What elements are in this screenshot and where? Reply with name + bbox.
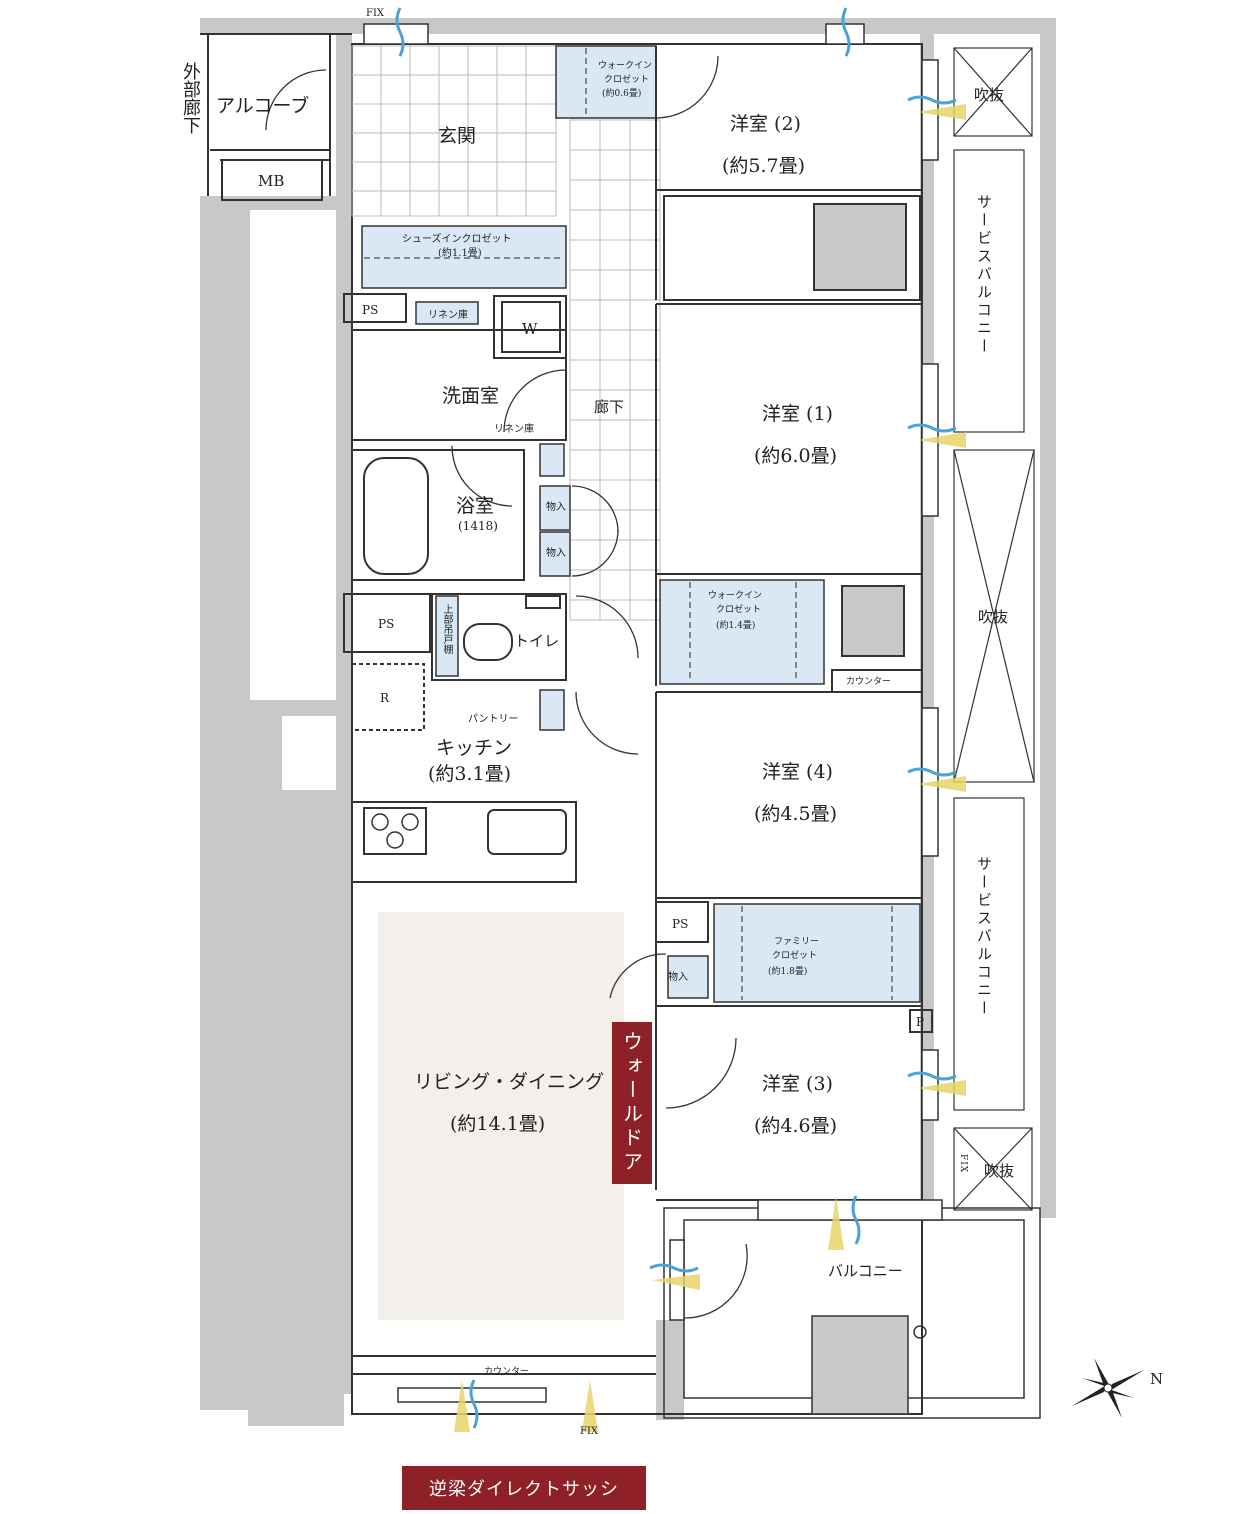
living-floor	[378, 912, 624, 1320]
ps-lower-label: PS	[672, 917, 688, 931]
compass-icon	[1072, 1358, 1144, 1418]
fukinuke-mid-label: 吹抜	[978, 608, 1008, 626]
western1-name: 洋室 (1)	[762, 403, 833, 425]
western2-size: (約5.7畳)	[722, 155, 805, 177]
wind-marks	[395, 7, 957, 1429]
outer-corridor-label: 外部廊下	[180, 62, 201, 134]
kitchen-name: キッチン	[436, 737, 512, 759]
compass-n-label: N	[1150, 1370, 1163, 1388]
western3-name: 洋室 (3)	[762, 1073, 833, 1095]
toilet-label: トイレ	[514, 632, 559, 650]
shoes-closet-label: シューズインクロゼット	[402, 232, 512, 245]
fukinuke-top-label: 吹抜	[974, 86, 1004, 104]
mb-label: MB	[258, 172, 284, 190]
bath-size: (1418)	[458, 519, 498, 533]
western4-name: 洋室 (4)	[762, 761, 833, 783]
wic-small-size: (約0.6畳)	[602, 87, 641, 99]
door-swings	[265, 55, 748, 1319]
windows	[363, 23, 943, 1403]
service-balcony-label-top: サービスバルコニー	[975, 194, 993, 356]
interior-walls	[343, 46, 933, 1375]
living-name: リビング・ダイニング	[414, 1071, 604, 1093]
closet-rails	[364, 48, 893, 1000]
corridor-tiles	[569, 119, 661, 621]
fix-bottom-label: FIX	[580, 1426, 599, 1437]
balcony-area	[663, 1207, 1041, 1419]
linen-small-label: リネン庫	[494, 422, 534, 435]
western3-size: (約4.6畳)	[754, 1115, 837, 1137]
kitchen-size: (約3.1畳)	[428, 763, 511, 785]
family-closet-size: (約1.8畳)	[768, 965, 807, 977]
storage-b-label: 物入	[546, 546, 566, 559]
shoes-closet-size: (約1.1畳)	[438, 246, 482, 259]
washer-label: W	[522, 320, 538, 338]
upper-shelf-label: 上部吊戸棚	[441, 604, 452, 654]
pantry-label: パントリー	[468, 713, 519, 725]
wic-small-line1: ウォークイン	[598, 60, 652, 71]
entrance-label: 玄関	[438, 125, 476, 147]
fridge-label: R	[380, 691, 390, 705]
ps-top-label: PS	[362, 303, 378, 317]
fix-side-label: FIX	[958, 1154, 968, 1174]
bath-label: 浴室	[456, 495, 494, 517]
wic-mid-line1: ウォークイン	[708, 590, 762, 601]
wall-door-badge: ウォールドア	[612, 1022, 652, 1184]
western4-size: (約4.5畳)	[754, 803, 837, 825]
western1-size: (約6.0畳)	[754, 445, 837, 467]
western2-name: 洋室 (2)	[730, 113, 801, 135]
wic-mid-size: (約1.4畳)	[716, 619, 755, 631]
p-mark-label: P	[916, 1015, 924, 1029]
fix-top-label: FIX	[366, 8, 385, 19]
alcove-label: アルコーブ	[216, 94, 309, 117]
corridor-label: 廊下	[594, 398, 624, 416]
washroom-label: 洗面室	[442, 385, 499, 407]
counter-mid-label: カウンター	[846, 676, 891, 687]
stove-burners	[371, 813, 419, 849]
entrance-tiles	[351, 45, 557, 217]
sash-badge: 逆梁ダイレクトサッシ	[402, 1466, 646, 1510]
wic-small-line2: クロゼット	[604, 73, 649, 85]
counter-bottom-label: カウンター	[484, 1366, 529, 1377]
storage-c-label: 物入	[668, 970, 688, 983]
family-closet-line1: ファミリー	[774, 937, 819, 947]
light-marks	[454, 104, 966, 1432]
fukinuke-bottom-label: 吹抜	[984, 1162, 1014, 1180]
family-closet-line2: クロゼット	[772, 949, 817, 961]
linen-top-label: リネン庫	[428, 308, 468, 321]
wic-mid-line2: クロゼット	[716, 603, 761, 615]
ps-mid-label: PS	[378, 617, 394, 631]
room-labels: FIX FIX アルコーブ MB 玄関 ウォークイン クロゼット (約0.6畳)…	[216, 8, 1163, 1437]
balcony-label: バルコニー	[828, 1262, 903, 1280]
service-balcony-label-bottom: サービスバルコニー	[975, 856, 993, 1018]
structural-walls	[200, 18, 1056, 1426]
storage-a-label: 物入	[546, 500, 566, 513]
living-size: (約14.1畳)	[450, 1113, 545, 1135]
voids	[953, 47, 1035, 1211]
